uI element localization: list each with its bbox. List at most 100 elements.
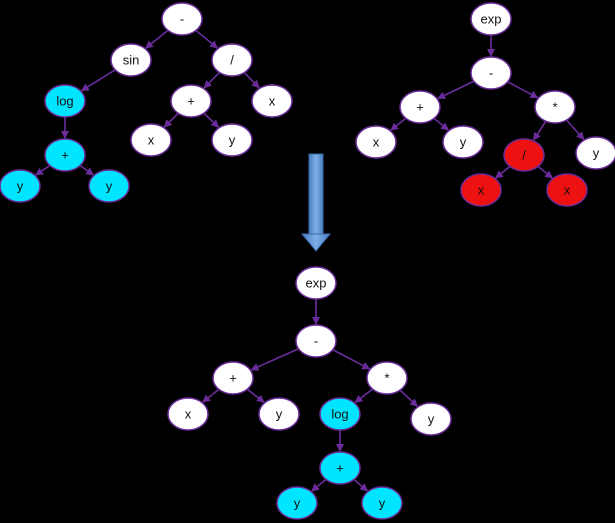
node-label: x: [269, 93, 276, 108]
tree-node-result: x: [167, 397, 209, 431]
node-circle-default: [470, 56, 512, 90]
node-label: log: [331, 406, 348, 421]
node-circle-default: [399, 90, 441, 124]
node-circle-default: [212, 361, 254, 395]
edge-right-R6-R9: [537, 165, 553, 179]
edge-result-B2-B5: [246, 388, 265, 403]
tree-node-result: +: [319, 451, 361, 485]
edge-right-R2-R5: [433, 117, 449, 131]
node-circle-default: [534, 90, 576, 124]
edge-right-R3-R6: [533, 120, 547, 141]
edge-result-B2-B4: [202, 388, 220, 403]
node-label: +: [187, 93, 195, 108]
node-circle-default: [258, 397, 300, 431]
edge-right-R1-R2: [437, 80, 475, 100]
node-label: +: [416, 99, 424, 114]
node-label: y: [106, 178, 113, 193]
crossover-arrow-icon: [300, 153, 332, 252]
node-label: y: [428, 411, 435, 426]
tree-node-left: sin: [110, 43, 152, 77]
node-circle-default: [130, 123, 172, 157]
node-label: exp: [481, 11, 502, 26]
node-circle-default: [170, 84, 212, 118]
edge-left-L6-L10: [79, 164, 94, 176]
node-circle-default: [366, 361, 408, 395]
node-label: x: [564, 182, 571, 197]
node-circle-default: [410, 402, 452, 436]
tree-node-result: y: [361, 486, 403, 520]
tree-node-result: y: [258, 397, 300, 431]
tree-node-result: *: [366, 361, 408, 395]
node-circle-default: [295, 324, 337, 358]
edge-result-B3-B7: [399, 389, 418, 407]
node-label: /: [522, 147, 526, 162]
tree-node-left: log: [44, 84, 86, 118]
node-label: x: [478, 182, 485, 197]
tree-node-left: x: [251, 84, 293, 118]
node-label: /: [230, 52, 234, 67]
node-label: -: [489, 65, 493, 80]
node-circle-red: [546, 173, 588, 207]
node-circle-default: [470, 2, 512, 36]
node-circle-default: [110, 43, 152, 77]
node-label: +: [229, 370, 237, 385]
tree-node-right: y: [442, 125, 484, 159]
edge-left-L0-L2: [195, 29, 219, 49]
tree-node-left: +: [170, 84, 212, 118]
tree-node-left: -: [161, 2, 203, 36]
tree-node-right: /: [503, 138, 545, 172]
node-circle-default: [575, 136, 615, 170]
node-circle-cyan: [0, 169, 41, 203]
node-label: x: [185, 406, 192, 421]
tree-node-left: y: [88, 169, 130, 203]
node-circle-default: [355, 125, 397, 159]
node-label: *: [384, 370, 389, 385]
tree-node-right: *: [534, 90, 576, 124]
edge-right-R2-R4: [390, 117, 407, 131]
tree-node-result: y: [276, 486, 318, 520]
node-circle-default: [161, 2, 203, 36]
node-label: -: [180, 11, 184, 26]
tree-node-right: x: [355, 125, 397, 159]
node-circle-cyan: [44, 84, 86, 118]
edge-result-B8-B9: [311, 478, 327, 492]
tree-node-result: +: [212, 361, 254, 395]
node-label: sin: [123, 52, 140, 67]
edge-left-L4-L7: [163, 112, 179, 128]
edge-result-B1-B3: [332, 349, 371, 370]
node-circle-cyan: [319, 397, 361, 431]
tree-node-left: +: [44, 138, 86, 172]
node-circle-cyan: [88, 169, 130, 203]
node-label: x: [148, 132, 155, 147]
node-label: *: [552, 99, 557, 114]
edge-left-L6-L9: [35, 164, 51, 176]
node-label: y: [379, 495, 386, 510]
tree-node-left: /: [211, 43, 253, 77]
tree-node-right: -: [470, 56, 512, 90]
node-label: +: [61, 147, 69, 162]
tree-node-result: exp: [295, 266, 337, 300]
edge-left-L1-L3: [80, 69, 116, 92]
edge-result-B8-B10: [353, 478, 369, 492]
node-label: y: [229, 132, 236, 147]
edge-right-R6-R8: [495, 165, 511, 179]
edge-left-L2-L4: [203, 71, 221, 89]
edge-right-R1-R3: [507, 81, 539, 99]
node-circle-default: [167, 397, 209, 431]
node-circle-default: [251, 84, 293, 118]
node-circle-default: [211, 43, 253, 77]
node-circle-cyan: [361, 486, 403, 520]
tree-node-right: x: [460, 173, 502, 207]
tree-node-result: log: [319, 397, 361, 431]
edge-left-L2-L5: [243, 72, 260, 89]
node-circle-default: [442, 125, 484, 159]
node-circle-cyan: [44, 138, 86, 172]
tree-node-right: +: [399, 90, 441, 124]
node-circle-cyan: [276, 486, 318, 520]
edges-layer: [35, 29, 585, 492]
edge-right-R3-R7: [566, 119, 585, 140]
node-label: y: [593, 145, 600, 160]
tree-node-left: y: [0, 169, 41, 203]
